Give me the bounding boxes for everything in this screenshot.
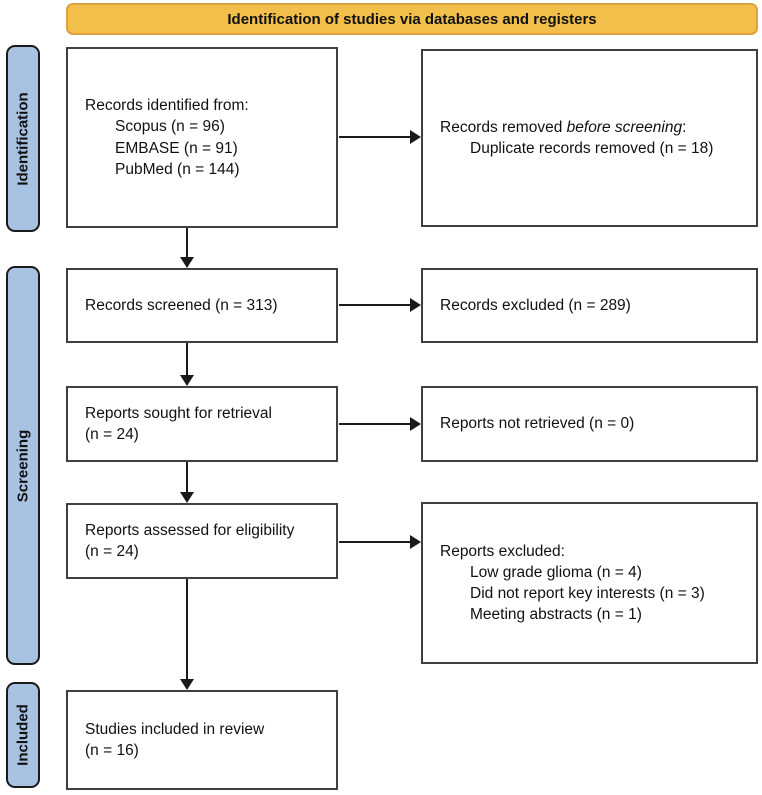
- reports-excluded-item: Meeting abstracts (n = 1): [470, 606, 642, 624]
- box-reports-not-retrieved: Reports not retrieved (n = 0): [421, 386, 758, 462]
- stage-screening: Screening: [6, 266, 40, 665]
- box-records-identified: Records identified from: Scopus (n = 96)…: [66, 47, 338, 228]
- box-records-excluded: Records excluded (n = 289): [421, 268, 758, 343]
- arrow-down-icon: [180, 462, 194, 503]
- records-removed-title-italic: before screening: [566, 118, 683, 136]
- reports-sought-line1: Reports sought for retrieval: [85, 404, 272, 422]
- reports-excluded-item: Low grade glioma (n = 4): [470, 563, 642, 581]
- stage-included-label: Included: [14, 704, 32, 766]
- banner-title: Identification of studies via databases …: [66, 3, 758, 35]
- reports-not-retrieved-title: Reports not retrieved (n = 0): [440, 415, 635, 433]
- records-identified-item: PubMed (n = 144): [115, 160, 240, 178]
- arrow-right-icon: [339, 130, 421, 144]
- records-identified-item: Scopus (n = 96): [115, 118, 225, 136]
- records-removed-title: Records removed before screening:: [440, 117, 746, 138]
- box-studies-included: Studies included in review (n = 16): [66, 690, 338, 790]
- records-removed-title-suffix: :: [682, 118, 687, 136]
- records-screened-title: Records screened (n = 313): [85, 296, 278, 314]
- stage-included: Included: [6, 682, 40, 788]
- records-excluded-title: Records excluded (n = 289): [440, 296, 631, 314]
- arrow-right-icon: [339, 417, 421, 431]
- box-reports-excluded: Reports excluded: Low grade glioma (n = …: [421, 502, 758, 664]
- stage-identification-label: Identification: [14, 91, 32, 186]
- stage-screening-label: Screening: [14, 429, 32, 502]
- arrow-down-icon: [180, 343, 194, 386]
- studies-included-line1: Studies included in review: [85, 720, 265, 738]
- box-reports-sought: Reports sought for retrieval (n = 24): [66, 386, 338, 462]
- stage-identification: Identification: [6, 45, 40, 232]
- studies-included-line2: (n = 16): [85, 742, 139, 759]
- arrow-right-icon: [339, 298, 421, 312]
- reports-excluded-item: Did not report key interests (n = 3): [470, 585, 705, 602]
- arrow-down-icon: [180, 228, 194, 268]
- reports-assessed-line1: Reports assessed for eligibility: [85, 521, 295, 539]
- reports-sought-line2: (n = 24): [85, 426, 139, 443]
- box-records-screened: Records screened (n = 313): [66, 268, 338, 343]
- records-identified-item: EMBASE (n = 91): [115, 139, 238, 157]
- box-reports-assessed: Reports assessed for eligibility (n = 24…: [66, 503, 338, 579]
- arrow-right-icon: [339, 535, 421, 549]
- records-removed-item: Duplicate records removed (n = 18): [470, 140, 714, 157]
- records-identified-title: Records identified from:: [85, 97, 249, 115]
- box-records-removed: Records removed before screening: Duplic…: [421, 49, 758, 227]
- records-removed-title-prefix: Records removed: [440, 118, 567, 136]
- banner-title-label: Identification of studies via databases …: [227, 10, 597, 28]
- reports-assessed-line2: (n = 24): [85, 543, 139, 560]
- reports-excluded-title: Reports excluded:: [440, 542, 565, 560]
- arrow-down-icon: [180, 579, 194, 690]
